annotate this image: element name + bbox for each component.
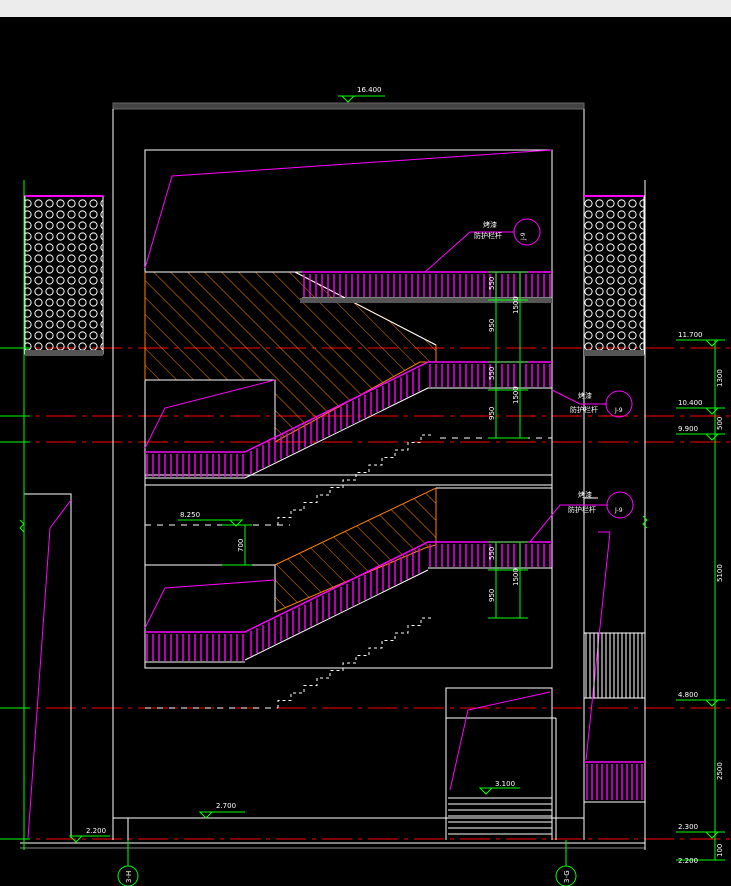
callout-top-ref: J-9: [520, 232, 527, 241]
callout-middle-line2: 防护栏杆: [570, 405, 598, 414]
dim-700-gap: 700: [237, 539, 245, 552]
elevation-roof: 16.400: [357, 86, 382, 94]
callout-middle-ref: J-9: [614, 407, 623, 414]
dim-950-lower: 950: [488, 589, 496, 602]
elevation-floor-center: 2.700: [216, 802, 236, 810]
cad-stair-section: 16.400 8.250 11.700 10.400 9.900 4.800 2…: [0, 86, 731, 886]
dim-950-upper-b: 950: [488, 407, 496, 420]
elevation-9900: 9.900: [678, 425, 698, 433]
callout-bottom-line2: 防护栏杆: [568, 505, 596, 514]
lower-reference-lines: [144, 579, 276, 629]
dim-550-upper-a: 550: [488, 277, 496, 290]
callout-leaders: [424, 218, 634, 543]
dim-1500-upper-b: 1500: [512, 386, 520, 404]
upper-reference-lines: [144, 149, 553, 449]
elevation-10400: 10.400: [678, 399, 703, 407]
upper-landing-slab: [300, 298, 552, 303]
right-louver-lower: [584, 761, 645, 803]
elevation-11700: 11.700: [678, 331, 703, 339]
upper-railing-top: [302, 271, 552, 299]
axis-label-left: 3-H: [125, 871, 133, 883]
elevation-floor-left: 2.200: [86, 827, 106, 835]
elevation-door-sill: 3.100: [495, 780, 515, 788]
dim-500-right: 500: [716, 417, 724, 430]
dim-1500-upper-a: 1500: [512, 296, 520, 314]
elevation-4800: 4.800: [678, 691, 698, 699]
callout-top-line2: 防护栏杆: [474, 231, 502, 240]
callout-top-line1: 烤漆: [483, 220, 497, 229]
callout-bottom-ref: J-9: [614, 507, 623, 514]
perforated-panel-left: [24, 195, 104, 356]
elevation-2200-right: 2.200: [678, 857, 698, 865]
stair-steps: [277, 434, 434, 708]
dim-2500-right: 2500: [716, 762, 724, 780]
landing-dashed-lines: [145, 437, 552, 709]
dim-950-upper-a: 950: [488, 319, 496, 332]
dim-550-upper-b: 550: [488, 367, 496, 380]
callout-bottom-line1: 烤漆: [578, 490, 592, 499]
elevation-landing: 8.250: [180, 511, 200, 519]
dim-1300-right: 1300: [716, 369, 724, 387]
title-bar: [0, 0, 731, 17]
axis-bubbles: [117, 865, 577, 886]
break-markers: [19, 515, 648, 533]
dim-5100-right: 5100: [716, 564, 724, 582]
building-outline: [20, 102, 645, 849]
door-opening: [445, 687, 557, 840]
elevation-markers: [68, 95, 720, 861]
callout-middle-line1: 烤漆: [578, 391, 592, 400]
upper-railing-stair: [244, 361, 429, 479]
lower-wall-lines: [145, 487, 552, 612]
lower-railing-stair: [244, 541, 429, 661]
elevation-2300: 2.300: [678, 823, 698, 831]
door-steps: [448, 797, 552, 835]
perforated-panel-right: [583, 195, 645, 356]
dim-100-right: 100: [716, 844, 724, 857]
lower-railing-middle: [145, 541, 552, 663]
axis-label-right: 3-G: [563, 870, 571, 883]
right-louver-upper: [585, 633, 643, 698]
dim-550-lower: 550: [488, 547, 496, 560]
dim-1500-lower: 1500: [512, 568, 520, 586]
